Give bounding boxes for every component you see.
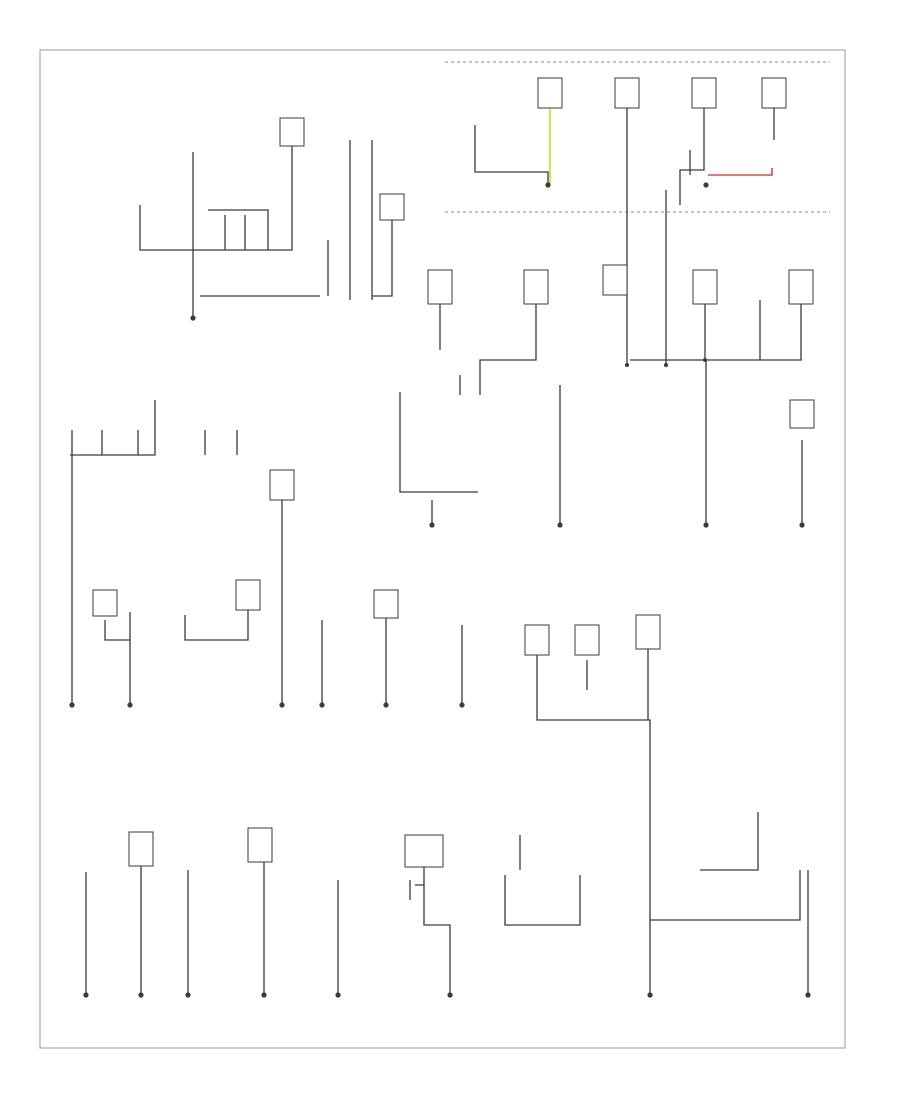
ground-point — [261, 992, 267, 998]
ground-point — [545, 182, 551, 188]
component-box — [537, 77, 563, 109]
ground-point — [138, 992, 144, 998]
ground-point — [383, 702, 389, 708]
ground-point — [429, 522, 435, 528]
wire — [536, 655, 651, 995]
ground-point — [335, 992, 341, 998]
wire — [399, 392, 478, 493]
component-box — [691, 77, 717, 109]
wire — [70, 400, 156, 456]
ground-point — [185, 992, 191, 998]
splice-dot — [664, 363, 668, 367]
component-box — [235, 579, 261, 611]
wire — [208, 209, 269, 250]
ground-point — [447, 992, 453, 998]
ground-point — [459, 702, 465, 708]
wire — [504, 875, 581, 926]
wire-layer — [70, 61, 830, 995]
component-box — [404, 834, 444, 868]
ground-point — [69, 702, 75, 708]
wire — [139, 146, 293, 251]
component-box — [789, 399, 815, 429]
component-box — [524, 624, 550, 656]
ground-layer — [69, 182, 811, 998]
ground-point — [279, 702, 285, 708]
splice-layer — [625, 358, 707, 367]
component-box — [128, 831, 154, 867]
component-box — [373, 589, 399, 619]
ground-point — [805, 992, 811, 998]
ground-point — [319, 702, 325, 708]
ground-point — [647, 992, 653, 998]
component-box — [602, 264, 628, 296]
wire — [423, 885, 451, 995]
wire — [708, 168, 773, 176]
component-box — [523, 269, 549, 305]
ground-point — [83, 992, 89, 998]
splice-dot — [625, 363, 629, 367]
ground-point — [557, 522, 563, 528]
component-box — [269, 469, 295, 501]
ground-point — [799, 522, 805, 528]
component-box — [788, 269, 814, 305]
ground-point — [703, 522, 709, 528]
component-box — [247, 827, 273, 863]
diagram-border — [39, 49, 846, 1049]
wire — [479, 304, 537, 395]
wire — [650, 870, 801, 921]
wire — [372, 220, 393, 297]
splice-dot — [703, 358, 707, 362]
component-box — [92, 589, 118, 617]
ground-point — [703, 182, 709, 188]
wire — [700, 812, 759, 871]
wire — [184, 610, 249, 641]
component-box — [692, 269, 718, 305]
component-box — [279, 117, 305, 147]
component-box — [761, 77, 787, 109]
wire — [474, 125, 549, 185]
wire — [679, 108, 705, 205]
component-box — [427, 269, 453, 305]
ground-point — [127, 702, 133, 708]
wire — [104, 620, 130, 641]
component-box — [614, 77, 640, 109]
ground-point — [190, 315, 196, 321]
component-box — [635, 614, 661, 650]
wire — [705, 304, 802, 361]
component-box — [379, 193, 405, 221]
component-layer — [92, 77, 815, 868]
component-box — [574, 624, 600, 656]
